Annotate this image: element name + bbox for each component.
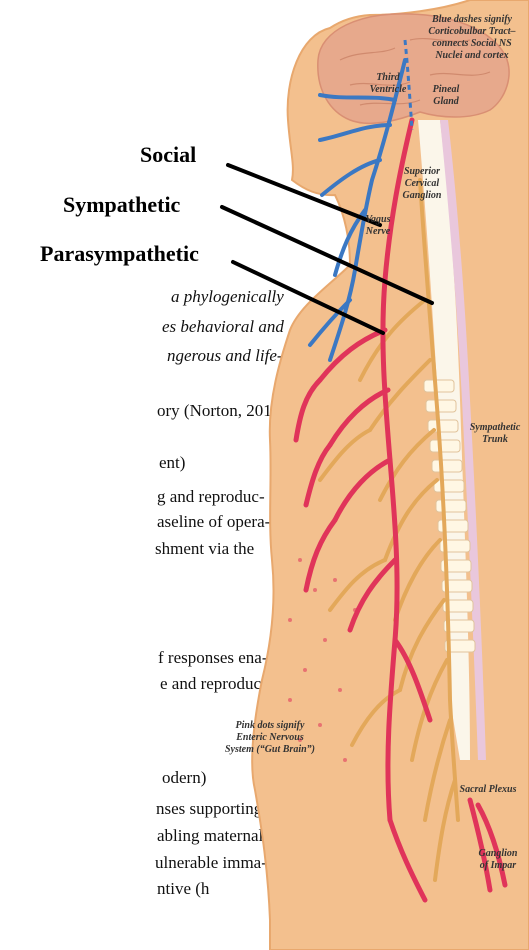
parasympathetic-label: Parasympathetic: [40, 241, 199, 267]
sympathetic-label: Sympathetic: [63, 192, 180, 218]
social-label: Social: [140, 142, 196, 168]
sacral-plexus-label: Sacral Plexus: [460, 784, 517, 795]
